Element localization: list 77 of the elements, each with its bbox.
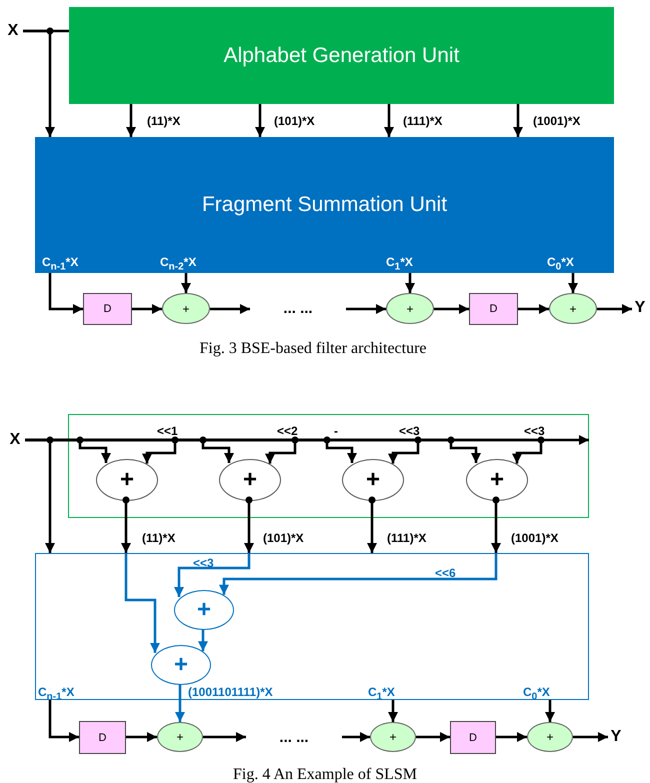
delay-box: D xyxy=(79,721,126,754)
unit-frame xyxy=(68,414,589,518)
delay-box: D xyxy=(450,721,496,754)
edge-label: C$_{n-2}$*X xyxy=(160,255,196,274)
arrow xyxy=(568,273,578,293)
adder-ellipse: + xyxy=(174,590,234,630)
arrow xyxy=(416,732,450,742)
edge-label: (1001)*X xyxy=(533,114,580,128)
edge-label: C$_{1}$*X xyxy=(386,255,413,274)
arrow xyxy=(342,732,370,742)
adder-ellipse: + xyxy=(527,722,573,752)
adder-ellipse: + xyxy=(96,459,158,501)
adder-ellipse: + xyxy=(162,293,210,324)
arrow xyxy=(174,553,250,597)
arrow xyxy=(573,732,608,742)
arrow xyxy=(175,684,185,722)
adder-ellipse: + xyxy=(370,722,416,752)
adder-ellipse: + xyxy=(466,459,528,501)
arrow xyxy=(48,273,83,314)
edge-label: <<1 xyxy=(157,424,178,438)
arrow xyxy=(346,304,386,314)
edge-label: (11)*X xyxy=(147,114,180,128)
adder-ellipse: + xyxy=(151,645,211,685)
output-label: Y xyxy=(608,727,624,747)
arrow xyxy=(405,273,415,293)
input-label: X xyxy=(5,430,25,450)
figure-caption: Fig. 3 BSE-based filter architecture xyxy=(199,340,427,358)
arrow xyxy=(126,104,136,137)
arrow xyxy=(48,700,79,742)
edge-label: - xyxy=(334,424,338,438)
edge-label: (101)*X xyxy=(263,531,304,545)
edge-label: C$_{n-1}$*X xyxy=(42,255,78,274)
arrow xyxy=(203,732,246,742)
figure-caption: Fig. 4 An Example of SLSM xyxy=(233,766,417,783)
arrow xyxy=(255,104,265,137)
arrow xyxy=(518,304,549,314)
arrow xyxy=(210,304,250,314)
arrow xyxy=(124,553,160,653)
arrow xyxy=(597,304,632,314)
delay-box: D xyxy=(83,293,132,325)
adder-ellipse: + xyxy=(549,293,597,324)
output-label: Y xyxy=(632,298,648,318)
ellipsis-text: ... ... xyxy=(246,727,342,747)
edge-label: <<3 xyxy=(524,424,545,438)
arrow xyxy=(121,500,131,553)
adder-ellipse: + xyxy=(342,459,404,501)
arrow xyxy=(132,304,162,314)
edge-label: <<3 xyxy=(399,424,420,438)
edge-label: (101)*X xyxy=(274,114,315,128)
adder-ellipse: + xyxy=(219,459,281,501)
edge-label: C$_{0}$*X xyxy=(547,255,574,274)
adder-ellipse: + xyxy=(386,293,434,324)
edge-label: <<3 xyxy=(193,556,214,570)
arrow xyxy=(219,553,498,595)
arrow xyxy=(388,700,398,722)
arrow xyxy=(181,273,191,293)
arrow xyxy=(198,629,208,652)
arrow xyxy=(23,30,55,137)
unit-box: Alphabet Generation Unit xyxy=(69,7,614,104)
edge-label: (11)*X xyxy=(142,531,176,545)
ellipsis-text: ... ... xyxy=(250,298,346,318)
arrow xyxy=(384,104,394,137)
edge-label: (111)*X xyxy=(403,114,442,128)
arrow xyxy=(434,304,469,314)
arrow xyxy=(496,732,527,742)
arrow xyxy=(545,700,555,722)
delay-box: D xyxy=(469,293,518,325)
edge-label: (1001101111)*X xyxy=(188,685,273,699)
edge-label: <<2 xyxy=(277,424,298,438)
edge-label: (1001)*X xyxy=(511,531,558,545)
arrow xyxy=(513,104,523,137)
unit-frame xyxy=(35,553,589,700)
input-label: X xyxy=(3,22,23,40)
edge-label: (111)*X xyxy=(387,531,426,545)
arrow xyxy=(126,732,157,742)
edge-label: <<6 xyxy=(435,566,456,580)
adder-ellipse: + xyxy=(157,722,203,752)
